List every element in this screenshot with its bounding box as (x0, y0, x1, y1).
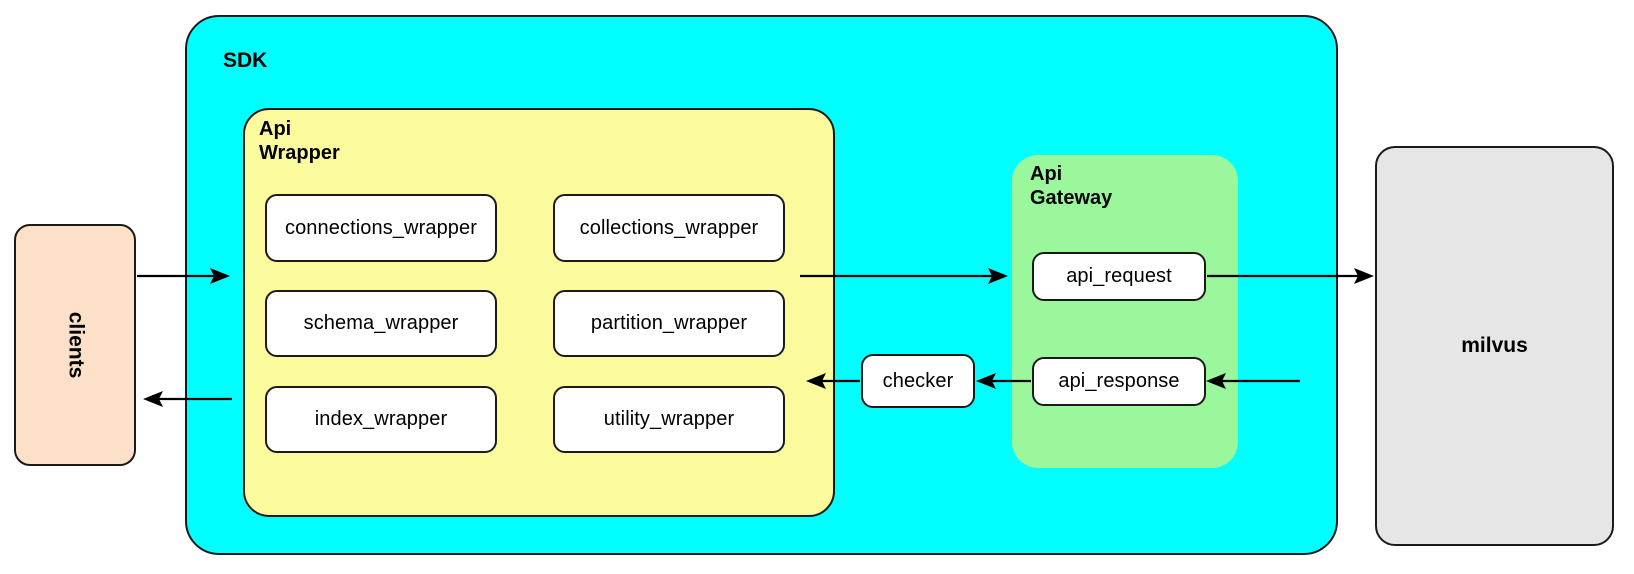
module-label: schema_wrapper (303, 312, 459, 334)
module-partition-wrapper[interactable]: partition_wrapper (553, 290, 785, 357)
module-collections-wrapper[interactable]: collections_wrapper (553, 194, 785, 262)
api-response-box[interactable]: api_response (1032, 357, 1206, 406)
api-request-label: api_request (1066, 265, 1172, 287)
api-gateway-container[interactable]: Api Gateway (1012, 155, 1238, 468)
module-connections-wrapper[interactable]: connections_wrapper (265, 194, 497, 262)
module-label: collections_wrapper (579, 216, 759, 239)
module-label: partition_wrapper (590, 312, 748, 334)
checker-box[interactable]: checker (861, 354, 975, 408)
module-label: connections_wrapper (284, 216, 478, 239)
module-index-wrapper[interactable]: index_wrapper (265, 386, 497, 453)
module-utility-wrapper[interactable]: utility_wrapper (553, 386, 785, 453)
api-gateway-label: Api Gateway (1030, 163, 1113, 209)
module-schema-wrapper[interactable]: schema_wrapper (265, 290, 497, 357)
clients-box[interactable]: clients (14, 224, 136, 466)
module-label: index_wrapper (314, 408, 448, 430)
checker-label: checker (882, 369, 954, 392)
api-wrapper-label: Api Wrapper (259, 118, 340, 164)
api-request-box[interactable]: api_request (1032, 252, 1206, 301)
module-label: utility_wrapper (603, 408, 735, 430)
milvus-label: milvus (1461, 334, 1528, 357)
sdk-label: SDK (223, 49, 268, 72)
api-response-label: api_response (1058, 370, 1180, 392)
clients-label: clients (64, 311, 87, 379)
milvus-box[interactable]: milvus (1375, 146, 1614, 546)
